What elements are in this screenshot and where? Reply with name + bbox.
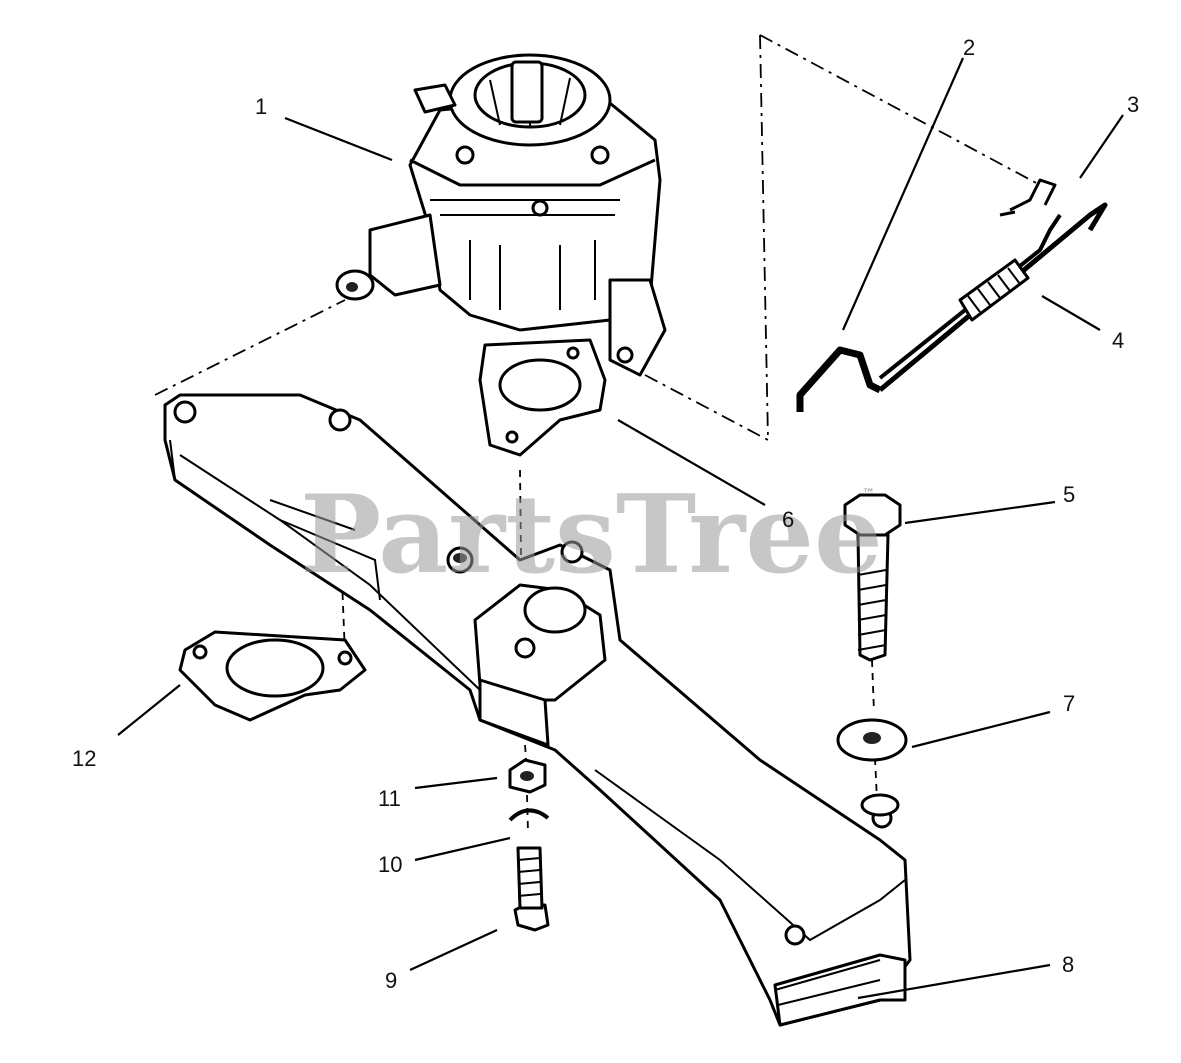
assembly-line-lower-right: [644, 374, 769, 441]
leader-8: [857, 963, 1051, 1000]
callout-8: 8: [1062, 952, 1074, 977]
leader-lines: [117, 57, 1124, 1000]
callout-4: 4: [1112, 328, 1124, 353]
nut-11: [508, 758, 547, 794]
callout-3: 3: [1127, 92, 1139, 117]
leader-2: [841, 57, 965, 331]
callout-6: 6: [782, 507, 794, 532]
watermark-trademark: ™: [862, 487, 875, 502]
assembly-lines: [154, 34, 1041, 833]
leader-4: [1041, 295, 1101, 331]
carburetor: [335, 53, 667, 377]
callout-12: 12: [72, 746, 96, 771]
callout-11: 11: [378, 786, 401, 811]
leader-3: [1079, 114, 1124, 179]
assembly-line-carburetor-axis: [519, 469, 523, 641]
leader-7: [911, 710, 1051, 749]
callout-9: 9: [385, 968, 397, 993]
assembly-line-bolt-right: [871, 659, 875, 713]
callout-5: 5: [1063, 482, 1075, 507]
intake-manifold: [163, 393, 912, 1027]
leader-5: [904, 500, 1056, 525]
leader-12: [117, 684, 181, 736]
assembly-line-to-linkage: [759, 34, 1041, 186]
leader-11: [414, 776, 498, 790]
assembly-line-fuel-inlet: [154, 299, 346, 396]
assembly-line-nut: [524, 744, 528, 771]
callout-1: 1: [255, 94, 267, 119]
callout-10: 10: [378, 852, 402, 877]
leader-10: [414, 836, 511, 862]
bolt-5: [843, 493, 902, 662]
lockwasher-10: [508, 808, 550, 822]
assembly-line-vertical-right: [759, 34, 769, 441]
throttle-linkage: [796, 178, 1108, 412]
leader-1: [284, 116, 393, 162]
partstree-watermark: PartsTree: [300, 472, 883, 598]
callout-labels: 1 2 3 4 5 6 7 8 9 10 11 12: [72, 35, 1139, 993]
gasket-lower: [178, 630, 367, 722]
washer-7: [836, 718, 908, 762]
assembly-line-lockwasher: [526, 794, 529, 833]
callout-7: 7: [1063, 691, 1075, 716]
callout-2: 2: [963, 35, 975, 60]
gasket-upper: [478, 338, 607, 457]
leader-6: [617, 419, 766, 506]
leader-9: [409, 929, 498, 971]
screw-9: [513, 846, 550, 932]
